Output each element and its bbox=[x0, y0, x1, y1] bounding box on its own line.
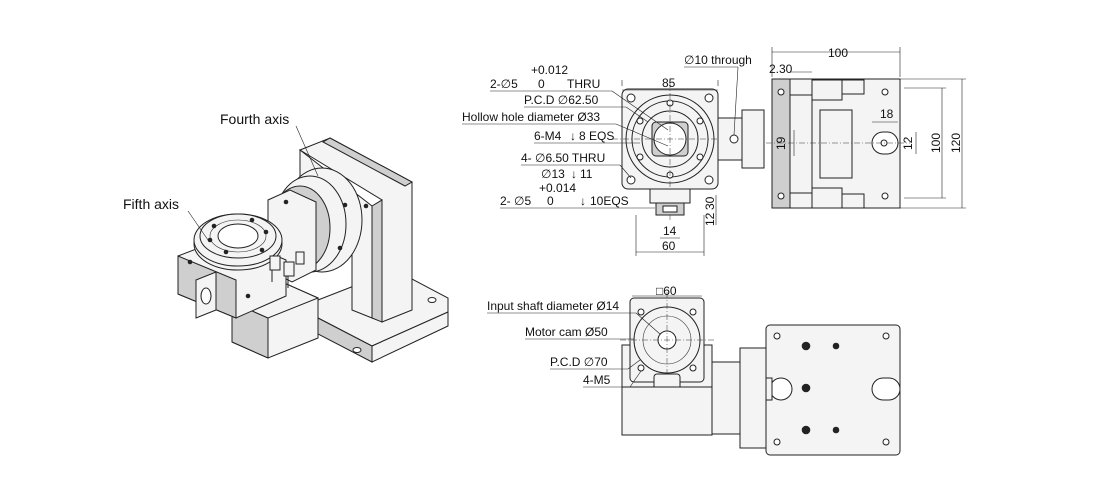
isometric-view: Fourth axis Fifth axis bbox=[123, 111, 449, 363]
bottom-tapped: 4-M5 bbox=[583, 373, 611, 387]
through-hole-label: ∅10 through bbox=[684, 53, 752, 67]
thru-holes-2: 4- ∅6.50 THRU bbox=[521, 151, 605, 165]
tol-lower-3: 0 bbox=[547, 194, 554, 208]
counterbore: ∅13 bbox=[541, 167, 565, 181]
bottom-pcd: P.C.D ∅70 bbox=[550, 355, 608, 369]
depth-symbol-2: ↓ bbox=[571, 167, 577, 181]
dim-120-vertical: 120 bbox=[949, 133, 963, 153]
thru-holes-3: 2- ∅5 bbox=[500, 194, 531, 208]
tapped-depth: 8 EQS bbox=[579, 129, 614, 143]
thru-holes-1: 2-∅5 bbox=[490, 77, 518, 91]
dim-18: 18 bbox=[880, 107, 894, 121]
dim-30: 30 bbox=[703, 196, 717, 210]
hollow-hole-label: Hollow hole diameter Ø33 bbox=[462, 110, 600, 124]
fourth-axis-label: Fourth axis bbox=[220, 111, 289, 127]
front-pcd: P.C.D ∅62.50 bbox=[524, 93, 599, 107]
counterbore-depth: 11 bbox=[580, 167, 593, 181]
tapped-holes: 6-M4 bbox=[534, 129, 562, 143]
depth-symbol-3: ↓ bbox=[580, 194, 586, 208]
dim-85: 85 bbox=[662, 76, 676, 90]
depth-symbol-1: ↓ bbox=[570, 129, 576, 143]
dim-2-30: 2.30 bbox=[769, 62, 793, 76]
dim-12: 12 bbox=[703, 212, 717, 226]
square-size: □60 bbox=[656, 284, 677, 298]
dim-100-vertical: 100 bbox=[929, 133, 943, 153]
dim-14-bottom: 14 bbox=[663, 224, 677, 238]
dim-12-side: 12 bbox=[901, 136, 915, 150]
bottom-view: □60 Input shaft diameter Ø14 Motor cam Ø… bbox=[487, 284, 901, 456]
thru-type-1: THRU bbox=[567, 77, 600, 91]
thru-depth-3: 10EQS bbox=[590, 194, 629, 208]
tol-lower-1: 0 bbox=[538, 77, 545, 91]
tol-upper-3: +0.014 bbox=[539, 181, 576, 195]
side-view: 100 2.30 18 19 12 100 120 bbox=[766, 46, 966, 209]
front-view: 85 60 14 30 12 +0.012 2-∅5 0 THRU P.C.D … bbox=[462, 53, 765, 256]
dim-19: 19 bbox=[774, 136, 788, 150]
motor-cam-label: Motor cam Ø50 bbox=[525, 325, 608, 339]
iso-fifth-axis bbox=[177, 213, 305, 319]
dim-60-bottom: 60 bbox=[662, 239, 676, 253]
dim-100-top: 100 bbox=[828, 46, 848, 60]
input-shaft-label: Input shaft diameter Ø14 bbox=[487, 299, 619, 313]
tol-upper-1: +0.012 bbox=[531, 63, 568, 77]
fifth-axis-label: Fifth axis bbox=[123, 196, 179, 212]
